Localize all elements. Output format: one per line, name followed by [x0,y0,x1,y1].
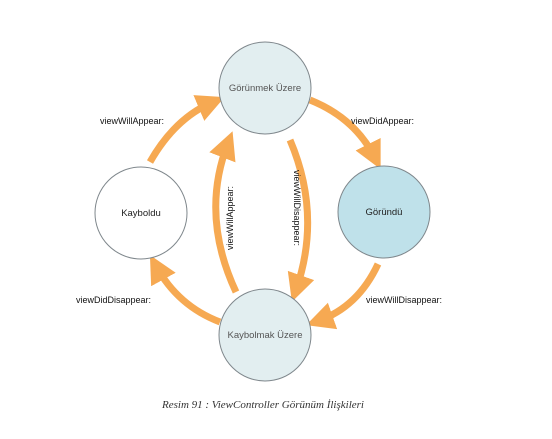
arrow-appeared-to-about-to-disappear [306,262,382,330]
node-appeared: Göründü [337,165,431,259]
node-label-disappeared: Kayboldu [121,208,161,219]
arrow-about-to-appear-to-appeared [308,96,381,170]
edge-label-view-did-appear: viewDidAppear: [351,116,414,126]
arrow-disappeared-to-about-to-appear [146,95,225,164]
node-label-about-to-disappear: Kaybolmak Üzere [228,330,303,341]
node-disappeared: Kayboldu [94,166,188,260]
node-label-about-to-appear: Görünmek Üzere [229,83,301,94]
arrow-about-to-disappear-to-disappeared [149,254,222,326]
arrow-about-to-disappear-to-about-to-appear [209,131,240,294]
edge-label-view-will-appear-outer: viewWillAppear: [100,116,164,126]
edge-label-view-will-disappear-inner: viewWillDisappear: [292,170,302,246]
node-label-appeared: Göründü [366,207,403,218]
node-about-to-appear: Görünmek Üzere [218,41,312,135]
arrow-about-to-appear-to-about-to-disappear [286,138,315,302]
figure-caption: Resim 91 : ViewController Görünüm İlişki… [161,399,364,411]
edge-label-view-will-appear-inner: viewWillAppear: [225,186,235,250]
edge-label-view-will-disappear-outer: viewWillDisappear: [366,295,442,305]
edge-label-view-did-disappear: viewDidDisappear: [76,295,151,305]
node-about-to-disappear: Kaybolmak Üzere [218,288,312,382]
